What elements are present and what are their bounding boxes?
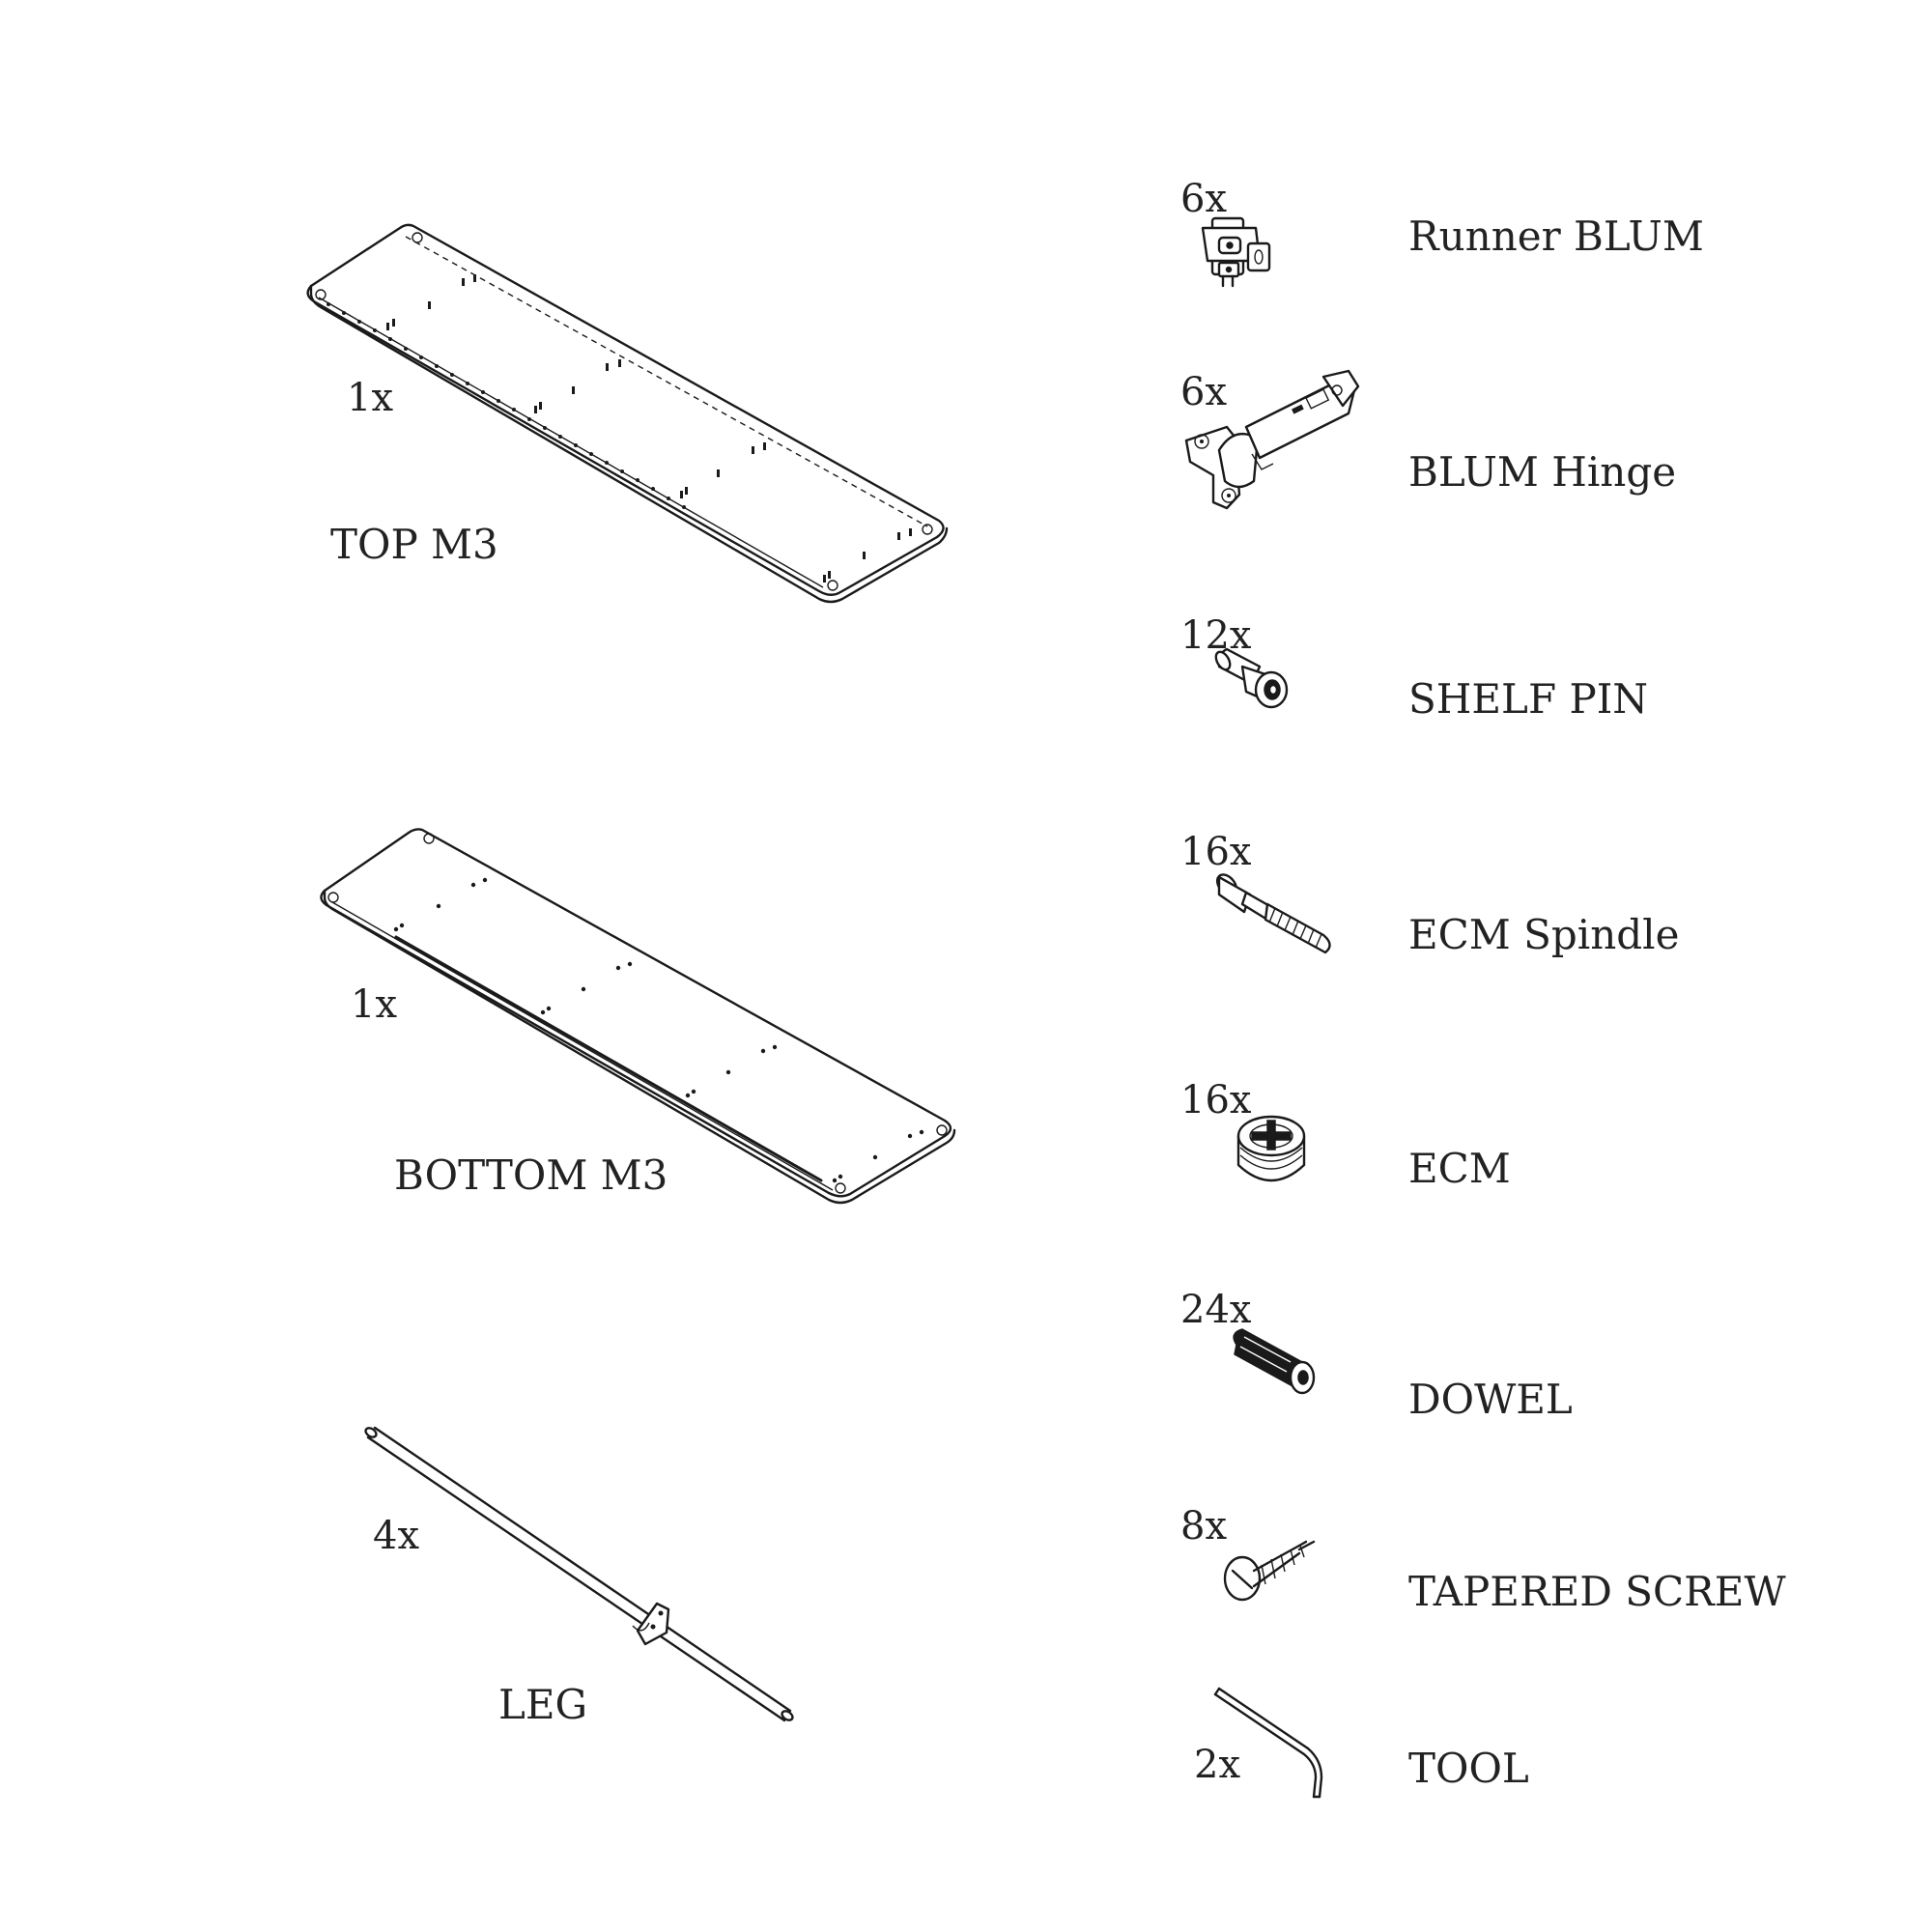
dowel-icon <box>1233 1328 1316 1395</box>
top-panel-quantity: 1x <box>347 376 394 420</box>
runner-quantity: 6x <box>1180 177 1228 221</box>
ecm-quantity: 16x <box>1180 1078 1252 1122</box>
hinge-quantity: 6x <box>1180 370 1228 414</box>
tool-label: TOOL <box>1408 1745 1529 1792</box>
screw-icon <box>1223 1540 1316 1602</box>
dowel-label: DOWEL <box>1408 1376 1573 1423</box>
screw-quantity: 8x <box>1180 1504 1228 1548</box>
spindle-quantity: 16x <box>1180 830 1252 874</box>
leg-quantity: 4x <box>373 1514 420 1558</box>
runner-label: Runner BLUM <box>1408 213 1704 260</box>
top-panel-label: TOP M3 <box>330 521 498 568</box>
tool-quantity: 2x <box>1194 1743 1241 1787</box>
bottom-panel-icon <box>320 828 956 1205</box>
spindle-label: ECM Spindle <box>1408 911 1680 958</box>
edge-hole-row <box>327 302 686 509</box>
leg-icon <box>364 1426 794 1722</box>
ecm-label: ECM <box>1408 1145 1511 1192</box>
hinge-label: BLUM Hinge <box>1408 448 1677 496</box>
bottom-panel-label: BOTTOM M3 <box>394 1151 668 1199</box>
leg-label: LEG <box>498 1681 588 1728</box>
ecm-icon <box>1236 1115 1306 1182</box>
hinge-icon <box>1184 369 1360 510</box>
shelf-pin-icon <box>1214 647 1289 709</box>
top-panel-icon <box>306 223 949 604</box>
bottom-panel-quantity: 1x <box>351 982 398 1027</box>
shelf-pin-label: SHELF PIN <box>1408 675 1649 723</box>
tool-icon <box>1213 1687 1323 1799</box>
screw-label: TAPERED SCREW <box>1408 1568 1786 1615</box>
surface-holes <box>386 274 912 582</box>
surface-holes <box>393 877 924 1183</box>
shelf-pin-quantity: 12x <box>1180 613 1252 658</box>
spindle-icon <box>1215 873 1331 954</box>
dowel-quantity: 24x <box>1180 1288 1252 1332</box>
runner-icon <box>1201 216 1271 288</box>
